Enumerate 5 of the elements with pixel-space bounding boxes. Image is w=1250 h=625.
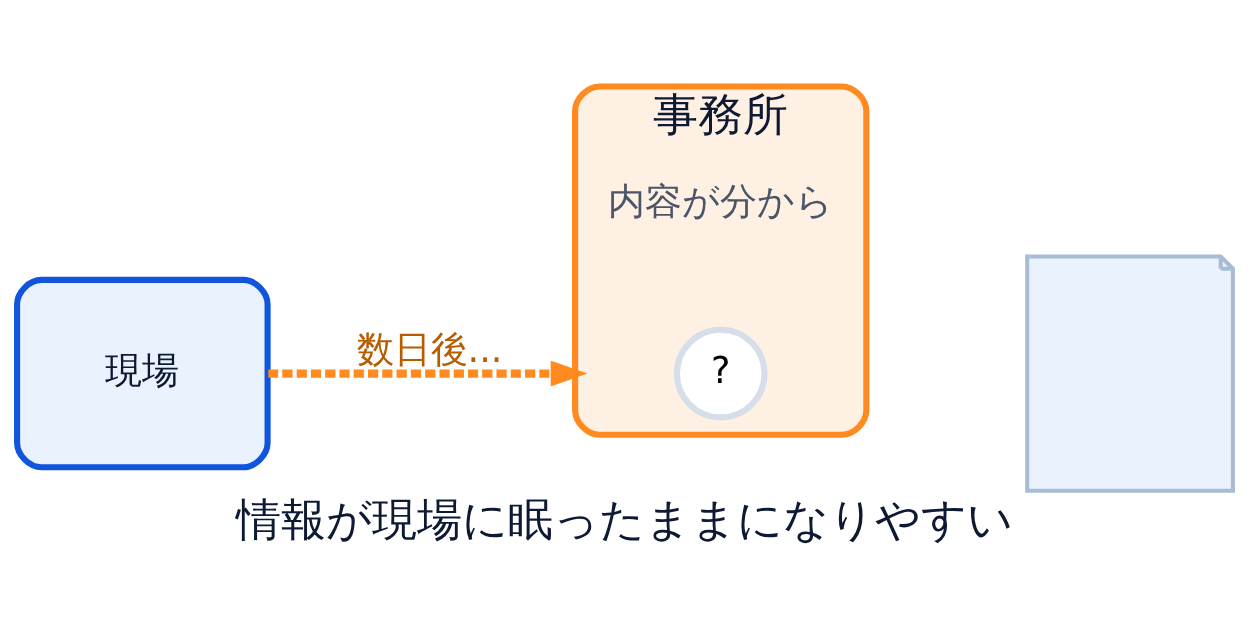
node-circle: ?: [673, 326, 768, 420]
caption: 情報が現場に眠ったままになりやすい: [236, 492, 1014, 546]
arrow: [268, 360, 588, 386]
edge-label: 数日後...: [356, 327, 503, 371]
node-box: 現場: [14, 276, 271, 470]
